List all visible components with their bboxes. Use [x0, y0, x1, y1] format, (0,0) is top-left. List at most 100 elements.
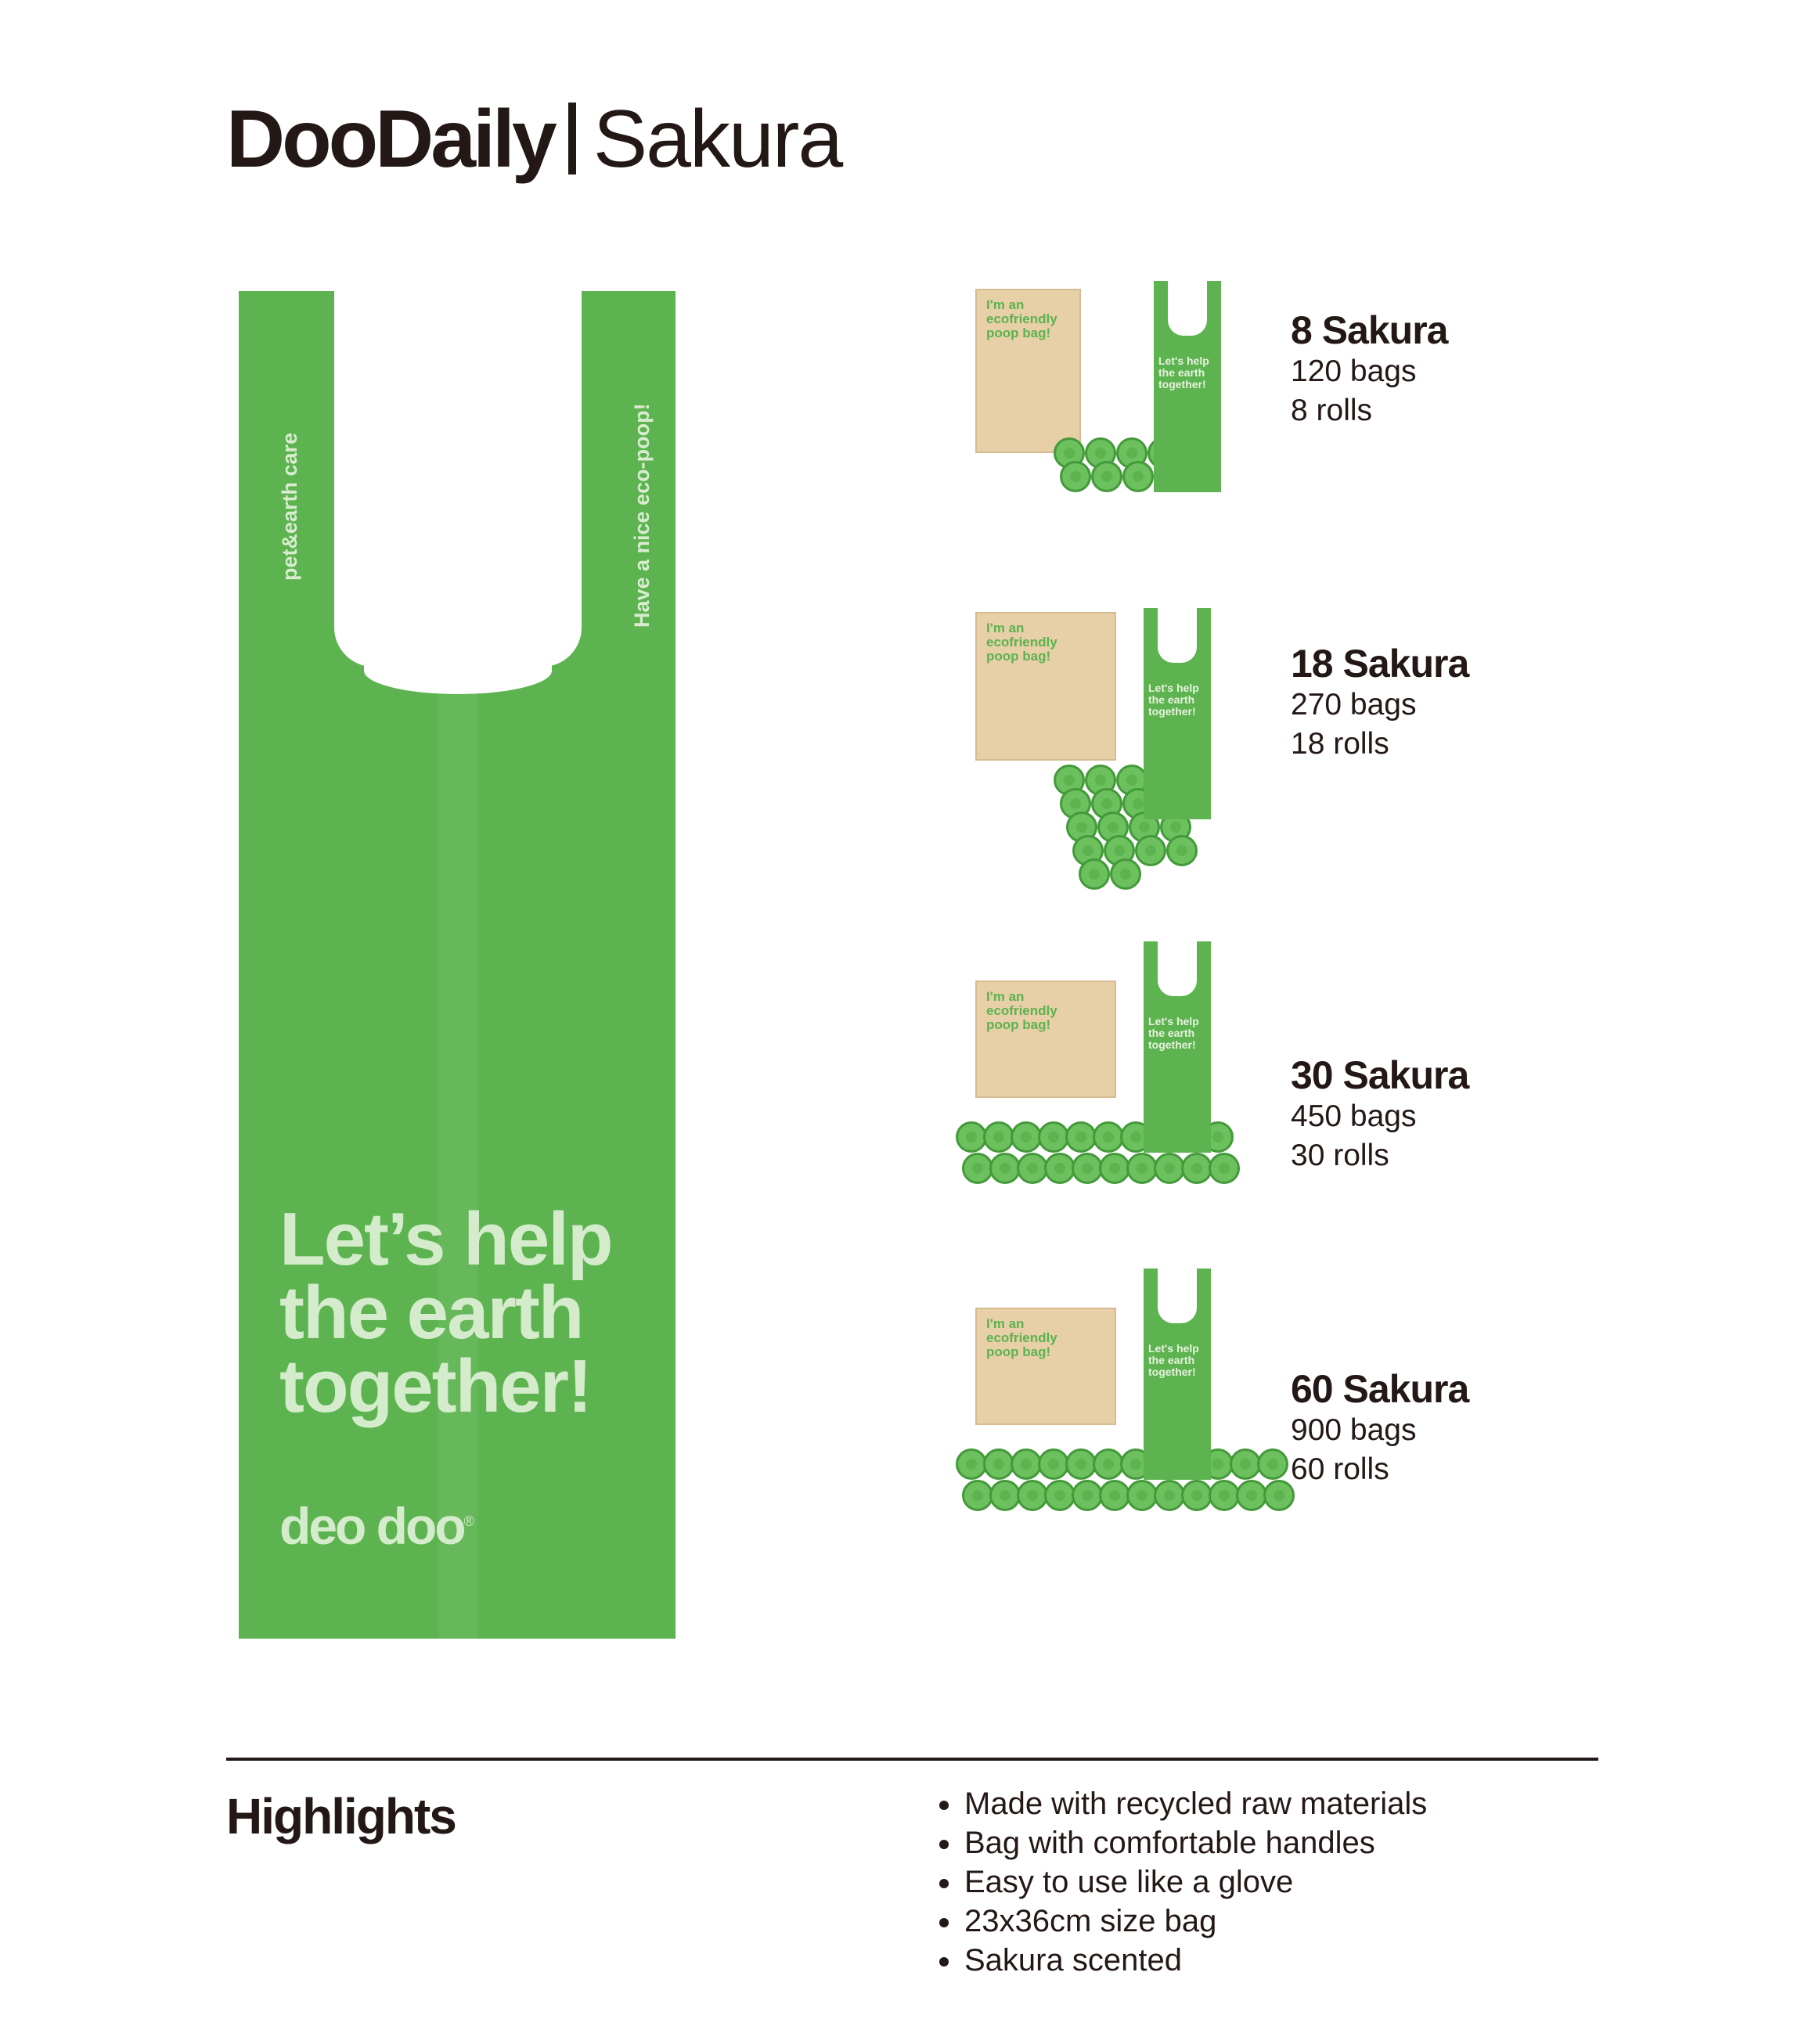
roll-icon: [1257, 1448, 1288, 1480]
mini-bag-image: Let's help the earth together!: [1144, 608, 1211, 819]
product-image-8: I'm an ecofriendly poop bag! Let's help t…: [952, 281, 1241, 547]
pack-60: I'm an ecofriendly poop bag! Let's help t…: [952, 1269, 1295, 1535]
highlights-heading: Highlights: [226, 1788, 457, 1844]
roll-icon: [1011, 1448, 1042, 1480]
roll-icon: [1079, 858, 1110, 890]
pack-30: I'm an ecofriendly poop bag! Let's help t…: [952, 941, 1241, 1207]
product-rolls: 60 rolls: [1291, 1452, 1389, 1486]
bag-image: pet&earth care Have a nice eco-poop! Let…: [239, 291, 676, 1639]
box-image: I'm an ecofriendly poop bag!: [975, 289, 1081, 453]
roll-icon: [1135, 835, 1166, 866]
mini-bag-handle-cutout: [1158, 941, 1197, 996]
roll-icon: [1044, 1480, 1075, 1511]
roll-icon: [1065, 1121, 1097, 1153]
registered-mark: ®: [463, 1513, 474, 1529]
roll-icon: [1209, 1153, 1240, 1184]
roll-icon: [1091, 461, 1122, 492]
bullet-icon: [939, 1879, 949, 1889]
product-title: 30 Sakura: [1291, 1053, 1469, 1097]
roll-icon: [1263, 1480, 1295, 1511]
roll-icon: [1166, 835, 1198, 866]
highlight-text: Made with recycled raw materials: [964, 1787, 1428, 1821]
product-info-8: 8 Sakura 120 bags 8 rolls: [1291, 308, 1448, 430]
product-image-18: I'm an ecofriendly poop bag! Let's help t…: [952, 608, 1241, 890]
roll-icon: [1209, 1480, 1240, 1511]
mini-bag-label: Let's help the earth together!: [1148, 1342, 1199, 1378]
product-info-60: 60 Sakura 900 bags 60 rolls: [1291, 1367, 1469, 1489]
roll-icon: [1072, 1153, 1103, 1184]
roll-icon: [1065, 1448, 1097, 1480]
roll-icon: [1099, 1480, 1130, 1511]
highlight-text: Easy to use like a glove: [964, 1865, 1294, 1899]
mini-bag-handle-cutout: [1168, 281, 1207, 336]
highlight-item: Easy to use like a glove: [939, 1862, 1427, 1902]
box-image: I'm an ecofriendly poop bag!: [975, 612, 1116, 761]
bag-side-left-text: pet&earth care: [278, 432, 301, 581]
product-info-18: 18 Sakura 270 bags 18 rolls: [1291, 642, 1469, 764]
slogan-line: Let’s help: [279, 1197, 614, 1281]
section-divider: [226, 1758, 1598, 1761]
highlight-text: Sakura scented: [964, 1943, 1182, 1977]
product-image-60: I'm an ecofriendly poop bag! Let's help t…: [952, 1269, 1295, 1535]
roll-icon: [962, 1480, 993, 1511]
bullet-icon: [939, 1840, 949, 1850]
mini-bag-label: Let's help the earth together!: [1148, 1015, 1199, 1051]
highlights-list: Made with recycled raw materials Bag wit…: [939, 1784, 1427, 1980]
bag-handle-cutout: [334, 291, 582, 667]
roll-icon: [1230, 1448, 1261, 1480]
roll-icon: [1126, 1480, 1158, 1511]
mini-bag-handle-cutout: [1158, 608, 1197, 663]
highlight-text: Bag with comfortable handles: [964, 1826, 1375, 1860]
mini-bag-image: Let's help the earth together!: [1154, 281, 1221, 492]
mini-bag-label: Let's help the earth together!: [1148, 682, 1199, 718]
bag-side-right-text: Have a nice eco-poop!: [630, 403, 654, 628]
mini-bag-image: Let's help the earth together!: [1144, 1269, 1211, 1480]
roll-icon: [1126, 1153, 1158, 1184]
pack-8: I'm an ecofriendly poop bag! Let's help t…: [952, 281, 1241, 547]
roll-icon: [983, 1448, 1014, 1480]
box-label: I'm an ecofriendly poop bag!: [986, 621, 1057, 664]
product-title: 8 Sakura: [1291, 308, 1448, 352]
roll-icon: [1181, 1153, 1212, 1184]
roll-icon: [1017, 1480, 1048, 1511]
bullet-icon: [939, 1918, 949, 1928]
roll-icon: [962, 1153, 993, 1184]
roll-icon: [956, 1121, 987, 1153]
mini-bag-label: Let's help the earth together!: [1158, 354, 1209, 390]
roll-icon: [1110, 858, 1141, 890]
roll-icon: [956, 1448, 987, 1480]
product-bags: 900 bags: [1291, 1413, 1417, 1447]
title-divider: [567, 103, 576, 175]
bullet-icon: [939, 1801, 949, 1811]
roll-icon: [1236, 1480, 1267, 1511]
bag-seam: [438, 682, 477, 1639]
mini-bag-image: Let's help the earth together!: [1144, 941, 1211, 1153]
product-rolls: 18 rolls: [1291, 727, 1389, 761]
highlight-item: Made with recycled raw materials: [939, 1784, 1427, 1823]
slogan-line: the earth: [279, 1271, 584, 1355]
box-image: I'm an ecofriendly poop bag!: [975, 981, 1116, 1098]
mini-bag-handle-cutout: [1158, 1269, 1197, 1323]
roll-icon: [1099, 1153, 1130, 1184]
box-image: I'm an ecofriendly poop bag!: [975, 1308, 1116, 1425]
roll-icon: [1060, 461, 1091, 492]
box-label: I'm an ecofriendly poop bag!: [986, 989, 1057, 1032]
highlight-item: Sakura scented: [939, 1941, 1427, 1980]
product-title: 18 Sakura: [1291, 642, 1469, 686]
bag-handle-curve: [364, 647, 552, 694]
roll-icon: [1072, 1480, 1103, 1511]
roll-icon: [1093, 1121, 1124, 1153]
highlight-item: Bag with comfortable handles: [939, 1823, 1427, 1862]
roll-icon: [1011, 1121, 1042, 1153]
bag-logo: deo doo®: [279, 1496, 474, 1556]
product-bags: 270 bags: [1291, 688, 1417, 722]
roll-icon: [1093, 1448, 1124, 1480]
bag-slogan: Let’s help the earth together!: [279, 1197, 614, 1424]
roll-icon: [983, 1121, 1014, 1153]
roll-icon: [1038, 1121, 1069, 1153]
roll-icon: [1154, 1153, 1185, 1184]
roll-icon: [1181, 1480, 1212, 1511]
roll-icon: [1154, 1480, 1185, 1511]
logo-text: deo doo: [279, 1497, 467, 1555]
product-bags: 450 bags: [1291, 1099, 1417, 1133]
